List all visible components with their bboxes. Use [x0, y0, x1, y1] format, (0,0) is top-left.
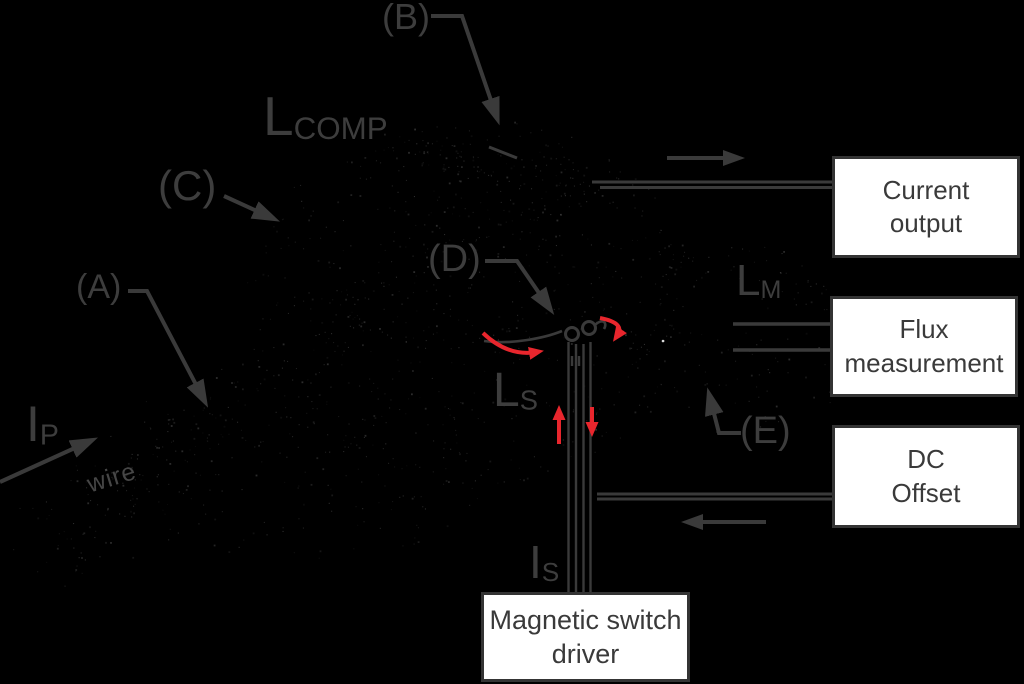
label-i-p: IP: [26, 398, 59, 451]
i-p-sub: P: [40, 419, 59, 451]
leader-arrow-c: [224, 196, 270, 217]
dc-offset-line-1: DC: [907, 443, 945, 476]
leader-arrow-e: [710, 398, 741, 433]
i-s-main: I: [529, 536, 542, 588]
label-l-m: LM: [736, 258, 781, 304]
label-c: (C): [158, 164, 216, 208]
switch-lead-wire: [484, 331, 562, 342]
current-output-box: Current output: [832, 156, 1020, 258]
label-b: (B): [382, 0, 430, 36]
comp-winding-wire-stub: [489, 147, 517, 158]
label-e: (E): [740, 412, 791, 452]
magnetic-switch-driver-box: Magnetic switch driver: [481, 592, 690, 682]
l-s-main: L: [493, 364, 520, 417]
label-a: (A): [76, 270, 121, 306]
current-output-line-2: output: [890, 207, 962, 240]
i-p-main: I: [26, 396, 40, 452]
switch-loop-1: [566, 328, 579, 341]
label-l-comp: LCOMP: [263, 88, 388, 146]
flux-measurement-line-2: measurement: [845, 347, 1004, 380]
photo-dither-speckles: [13, 121, 856, 586]
l-comp-main: L: [263, 85, 294, 147]
dc-offset-line-2: Offset: [892, 477, 961, 510]
flux-measurement-line-1: Flux: [899, 313, 948, 346]
leader-arrow-d: [485, 261, 548, 306]
l-m-sub: M: [760, 276, 781, 304]
l-comp-sub: COMP: [294, 111, 388, 146]
flux-measurement-box: Flux measurement: [830, 296, 1018, 397]
i-s-sub: S: [542, 557, 560, 587]
switch-loop-2: [583, 322, 596, 335]
l-m-main: L: [736, 256, 760, 305]
highlight-dot: [662, 340, 665, 343]
label-d: (D): [428, 240, 481, 280]
label-i-s: IS: [529, 538, 559, 587]
magnetic-switch-driver-line-2: driver: [552, 637, 620, 671]
current-output-line-1: Current: [883, 174, 970, 207]
magnetic-switch-driver-line-1: Magnetic switch: [489, 603, 681, 637]
leader-arrow-b: [431, 16, 496, 115]
label-l-s: LS: [493, 366, 538, 416]
l-s-sub: S: [520, 384, 538, 415]
sense-wire-bundle: [569, 342, 591, 594]
dc-offset-box: DC Offset: [832, 425, 1020, 528]
leader-arrow-a: [128, 291, 203, 398]
